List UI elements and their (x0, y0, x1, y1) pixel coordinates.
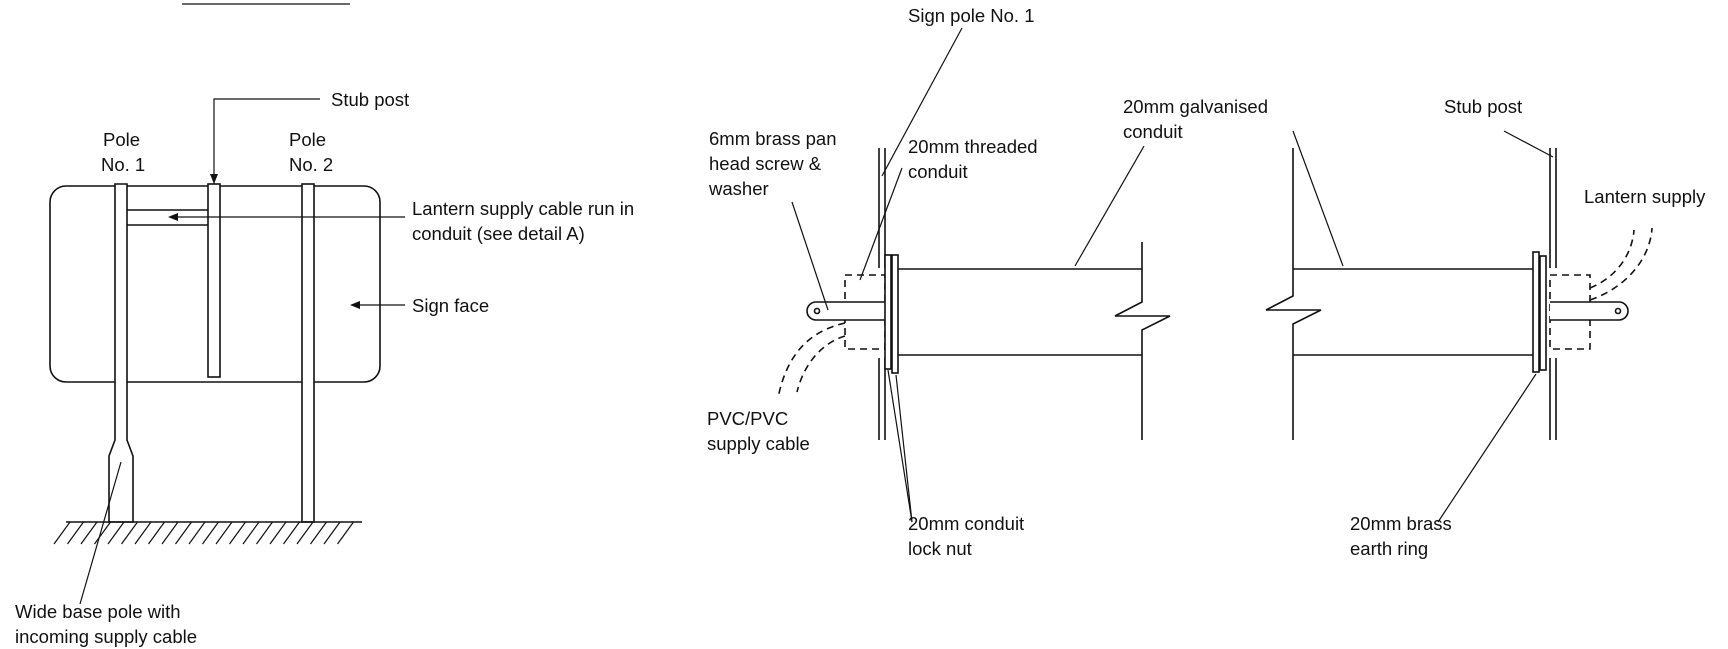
wide-base-label-line2: incoming supply cable (15, 626, 197, 647)
galvanised-conduit-label-line1: 20mm galvanised (1123, 96, 1268, 117)
sign-elevation: Stub post Pole No. 1 Pole No. 2 Lantern … (15, 3, 634, 647)
threaded-conduit-label-line2: conduit (908, 161, 968, 182)
pole-1-label-line2: No. 1 (101, 154, 145, 175)
brass-screw-label-line3: washer (708, 178, 769, 199)
ground-line (53, 521, 362, 545)
threaded-conduit-label-line1: 20mm threaded (908, 136, 1038, 157)
galvanised-conduit (898, 148, 1533, 440)
pvc-cable-label-line2: supply cable (707, 433, 810, 454)
brass-screw-right (1550, 301, 1629, 321)
brass-screw-label-line1: 6mm brass pan (709, 128, 837, 149)
galvanised-conduit-label-line2: conduit (1123, 121, 1183, 142)
conduit-run (125, 209, 208, 226)
pole-2-label-line1: Pole (289, 129, 326, 150)
stub-post-detail (1549, 148, 1557, 440)
stub-post (207, 183, 221, 378)
pole-2 (301, 183, 315, 523)
pole-2-label-line2: No. 2 (289, 154, 333, 175)
lock-nut-label-line2: lock nut (908, 538, 972, 559)
lantern-supply-label: Lantern supply (1584, 186, 1706, 207)
earth-ring-label-line1: 20mm brass (1350, 513, 1452, 534)
sign-pole-1 (878, 148, 886, 440)
lantern-cable-label-line1: Lantern supply cable run in (412, 198, 634, 219)
stub-post-label: Stub post (331, 89, 409, 110)
lantern-cable-label-line2: conduit (see detail A) (412, 223, 585, 244)
lock-nut-left-1 (884, 254, 892, 370)
wide-base-label-line1: Wide base pole with (15, 601, 181, 622)
brass-screw-label-line2: head screw & (709, 153, 822, 174)
earth-ring-label-line2: earth ring (1350, 538, 1428, 559)
earth-ring-right-1 (1532, 251, 1540, 373)
lock-nut-label-line1: 20mm conduit (908, 513, 1024, 534)
pole-1-label-line1: Pole (103, 129, 140, 150)
wide-base-leader (79, 461, 122, 605)
conduit-detail: Sign pole No. 1 6mm brass pan head screw… (707, 5, 1706, 559)
stub-post-leader (213, 98, 320, 184)
sign-face-label: Sign face (412, 295, 489, 316)
pole-1 (108, 183, 134, 523)
lantern-supply-cable (1589, 227, 1653, 301)
lock-nut-left-2 (891, 254, 899, 374)
sign-pole-label: Sign pole No. 1 (908, 5, 1035, 26)
earth-ring-right-2 (1539, 255, 1547, 371)
pvc-cable-label-line1: PVC/PVC (707, 408, 788, 429)
stub-post-detail-label: Stub post (1444, 96, 1522, 117)
